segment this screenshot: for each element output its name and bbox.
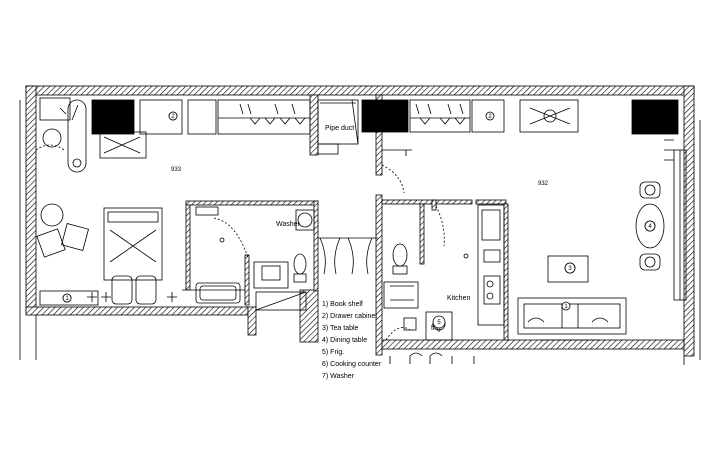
marker-1-left: 1 (62, 293, 72, 303)
pipe-duct-label: Pipe duct (325, 125, 354, 132)
kitchen-label: Kitchen (447, 295, 470, 302)
marker-2-left: 2 (168, 111, 178, 121)
marker-4-dining-table: 4 (644, 220, 656, 232)
fridge (425, 311, 453, 341)
marker-3-tea-table: 3 (564, 262, 576, 274)
svg-text:4: 4 (648, 224, 652, 230)
washer-label: Washer (276, 221, 301, 228)
dark-cabinet-left (91, 99, 135, 135)
svg-text:1: 1 (65, 296, 69, 302)
legend-item-3: 3) Tea table (322, 325, 359, 332)
pipe-duct (317, 99, 412, 194)
bathtub (195, 282, 241, 304)
marker-2-right: 2 (485, 111, 495, 121)
legend-item-6: 6) Cooking counter (322, 361, 382, 368)
marker-1-right: 1 (561, 301, 571, 311)
legend-item-5: 5) Frig. (322, 349, 344, 356)
cooking-counter (477, 204, 505, 326)
frig-label: frig. (431, 325, 443, 332)
svg-text:5: 5 (437, 320, 441, 326)
exterior-walls (25, 85, 695, 357)
dark-cabinet-right-1 (361, 99, 409, 133)
unit-number-932: 932 (538, 181, 549, 187)
svg-text:3: 3 (568, 266, 572, 272)
svg-text:1: 1 (564, 304, 568, 310)
bed (103, 207, 163, 281)
legend-item-7: 7) Washer (322, 373, 355, 380)
unit-number-933: 933 (171, 167, 182, 173)
exterior-outline (19, 100, 701, 365)
marker-5-frig: 5 (432, 315, 446, 329)
sofa (517, 297, 627, 335)
legend-item-2: 2) Drawer cabinet (322, 313, 377, 320)
dark-cabinet-right-2 (631, 99, 679, 135)
right-unit (361, 99, 679, 364)
svg-text:2: 2 (488, 114, 492, 120)
legend-item-4: 4) Dining table (322, 337, 367, 344)
svg-text:2: 2 (171, 114, 175, 120)
legend-item-1: 1) Book shelf (322, 301, 363, 308)
left-unit (35, 97, 378, 311)
legend: 1) Book shelf 2) Drawer cabinet 3) Tea t… (322, 301, 382, 380)
